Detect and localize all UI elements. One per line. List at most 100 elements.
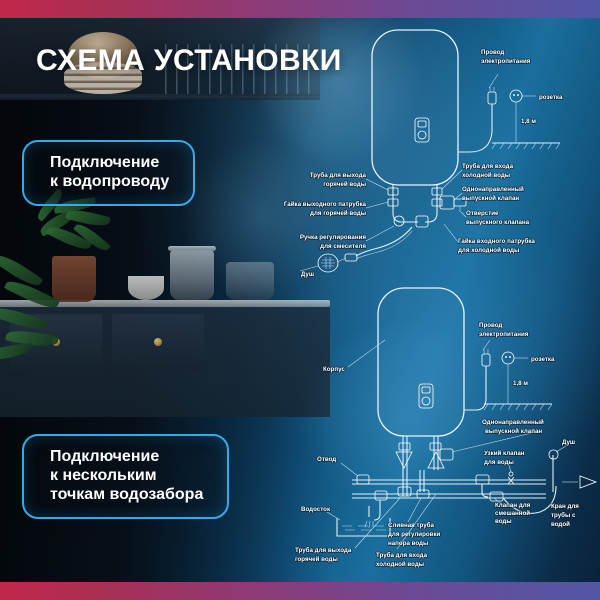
heater1-power-cord-leader xyxy=(488,73,499,89)
cold-in-label-2-1: Труба для входа xyxy=(376,552,428,559)
heater2-floor-hatch xyxy=(483,403,553,411)
heater1-cold-nut xyxy=(431,187,443,196)
left-tap-body xyxy=(374,490,388,501)
heater2-cold-nut-1 xyxy=(429,442,442,451)
incoming-water-arrow xyxy=(579,475,598,489)
heater1-hot-nut-label-1: Гайка выходного патрубка xyxy=(284,201,367,208)
heater1-power-cord xyxy=(458,104,493,153)
cabinet-knob-2 xyxy=(154,338,162,346)
heater1-socket-label: розетка xyxy=(539,94,563,101)
heater2-socket-label: розетка xyxy=(531,356,555,363)
narrow-valve-icon xyxy=(507,476,515,485)
left-tap-riser xyxy=(373,500,381,521)
narrow-valve-handle xyxy=(508,471,514,477)
heater2-power-cord-label-1: Провод xyxy=(479,322,502,329)
cooking-pot-large xyxy=(170,250,214,300)
heater1-shower-hose xyxy=(355,226,413,257)
pressure-drain-leader xyxy=(407,497,422,523)
heater1-shower-head xyxy=(317,253,339,273)
pressure-drain-fitting xyxy=(416,489,430,499)
branch-label: Отвод xyxy=(317,456,336,463)
mixed-valve-drop xyxy=(481,484,489,498)
heater1-display xyxy=(417,120,427,128)
glassware-row xyxy=(165,44,315,94)
plant-pot xyxy=(52,256,96,302)
heater2-plug-icon xyxy=(481,353,491,367)
heater2-hot-nut-1 xyxy=(398,442,411,451)
heater1-shower-leader xyxy=(299,265,319,272)
heater2-hot-fitting xyxy=(397,486,412,497)
heater1-power-cord-label-2: электропитания xyxy=(481,58,531,65)
heater1-power-cord-label-1: Провод xyxy=(481,49,504,56)
heater1-shower-connector xyxy=(344,253,358,262)
heater1-hot-outlet-pipe xyxy=(392,185,418,223)
heater1-hot-nut xyxy=(387,187,399,196)
heater1-body xyxy=(371,29,459,186)
tap-label-1: Кран для xyxy=(551,503,579,510)
heater1-hole-label-1: Отверстие xyxy=(466,210,499,217)
badge2-line3: точкам водозабора xyxy=(50,485,204,503)
badge1-line1: Подключение xyxy=(50,154,160,171)
heater2-valve-label-2: выпускной клапан xyxy=(485,428,542,435)
cooking-pot-lid xyxy=(168,246,216,251)
heater1-hole-label-2: выпускного клапана xyxy=(466,219,530,226)
heater1-mixer-body xyxy=(415,215,429,228)
drain-pipe-label-1: Сливная труба xyxy=(388,522,435,529)
mixed-valve-leader xyxy=(493,497,505,507)
heater1-hot-out-label-2: горячей воды xyxy=(323,181,366,188)
heater1-mixer-label-2: для смесителя xyxy=(320,243,366,250)
badge2-line2: к нескольким xyxy=(50,466,157,484)
heater1-mixer-handle xyxy=(393,215,405,227)
hot-out-leader-2 xyxy=(354,497,401,549)
cold-in-label-2-2: холодной воды xyxy=(376,561,424,568)
heater2-height-label: 1,8 м xyxy=(513,380,528,387)
callout-badge-waterline: Подключение к водопроводу xyxy=(22,140,196,206)
heater2-cold-flow-arrow xyxy=(427,451,445,469)
sink-basin xyxy=(336,518,391,537)
narrow-valve-label-1: Узкий клапан xyxy=(484,450,525,457)
mixed-valve-label-1: Клапан для xyxy=(495,502,531,509)
heater2-power-cord-leader xyxy=(482,339,491,351)
heater1-mixer-label-1: Ручка регулирования xyxy=(300,234,367,241)
heater1-shower-head-holes xyxy=(321,257,335,269)
heater1-plug-pins xyxy=(489,87,495,92)
cooking-pot-small xyxy=(226,262,274,300)
heater2-display xyxy=(421,386,431,394)
heater1-cold-nut-label-1: Гайка входного патрубка xyxy=(458,238,535,245)
branch-fitting xyxy=(356,474,370,485)
page-title: СХЕМА УСТАНОВКИ xyxy=(36,44,342,77)
heater1-height-label: 1,8 м xyxy=(521,118,536,125)
heater1-mixer-leader xyxy=(365,225,395,242)
bowl xyxy=(128,276,164,300)
heater1-hole-leader xyxy=(460,211,467,218)
heater1-hot-nut-label-2: для горячей воды xyxy=(310,210,366,217)
mixed-hose xyxy=(502,485,557,514)
heater1-hot-out-label-1: Труба для выхода xyxy=(310,172,367,179)
heater2-socket-pin-2 xyxy=(509,356,511,358)
shelf-back-panel xyxy=(0,18,320,96)
callout-badge-multipoint: Подключение к нескольким точкам водозабо… xyxy=(22,434,230,519)
heater1-shower-label: Душ xyxy=(301,271,314,278)
badge2-line1: Подключение xyxy=(50,448,160,465)
heater1-shower-hose-2 xyxy=(355,230,413,260)
heater1-hot-nut-leader xyxy=(365,201,389,209)
heater1-cold-nut-2 xyxy=(431,198,443,207)
plate-stack xyxy=(64,62,142,94)
shower-head-2 xyxy=(548,449,559,460)
heater1-hot-out-leader xyxy=(365,178,389,191)
heater1-cold-nut-leader xyxy=(443,223,459,243)
drain-label: Водосток xyxy=(301,506,331,513)
heater1-floor-hatch xyxy=(491,142,561,150)
sink-water-level xyxy=(342,525,386,531)
heater2-power-cord xyxy=(464,366,487,411)
hot-out-label-2-1: Труба для выхода xyxy=(295,547,352,554)
tap-label-2: трубы с xyxy=(551,512,576,519)
heater2-knob-icon xyxy=(421,396,431,406)
heater1-shower-neck xyxy=(336,257,347,263)
heater2-safety-valve-leader xyxy=(451,431,537,453)
heater2-body xyxy=(377,287,465,437)
cold-in-leader-2 xyxy=(396,493,437,550)
mixed-valve-lower xyxy=(489,491,504,502)
